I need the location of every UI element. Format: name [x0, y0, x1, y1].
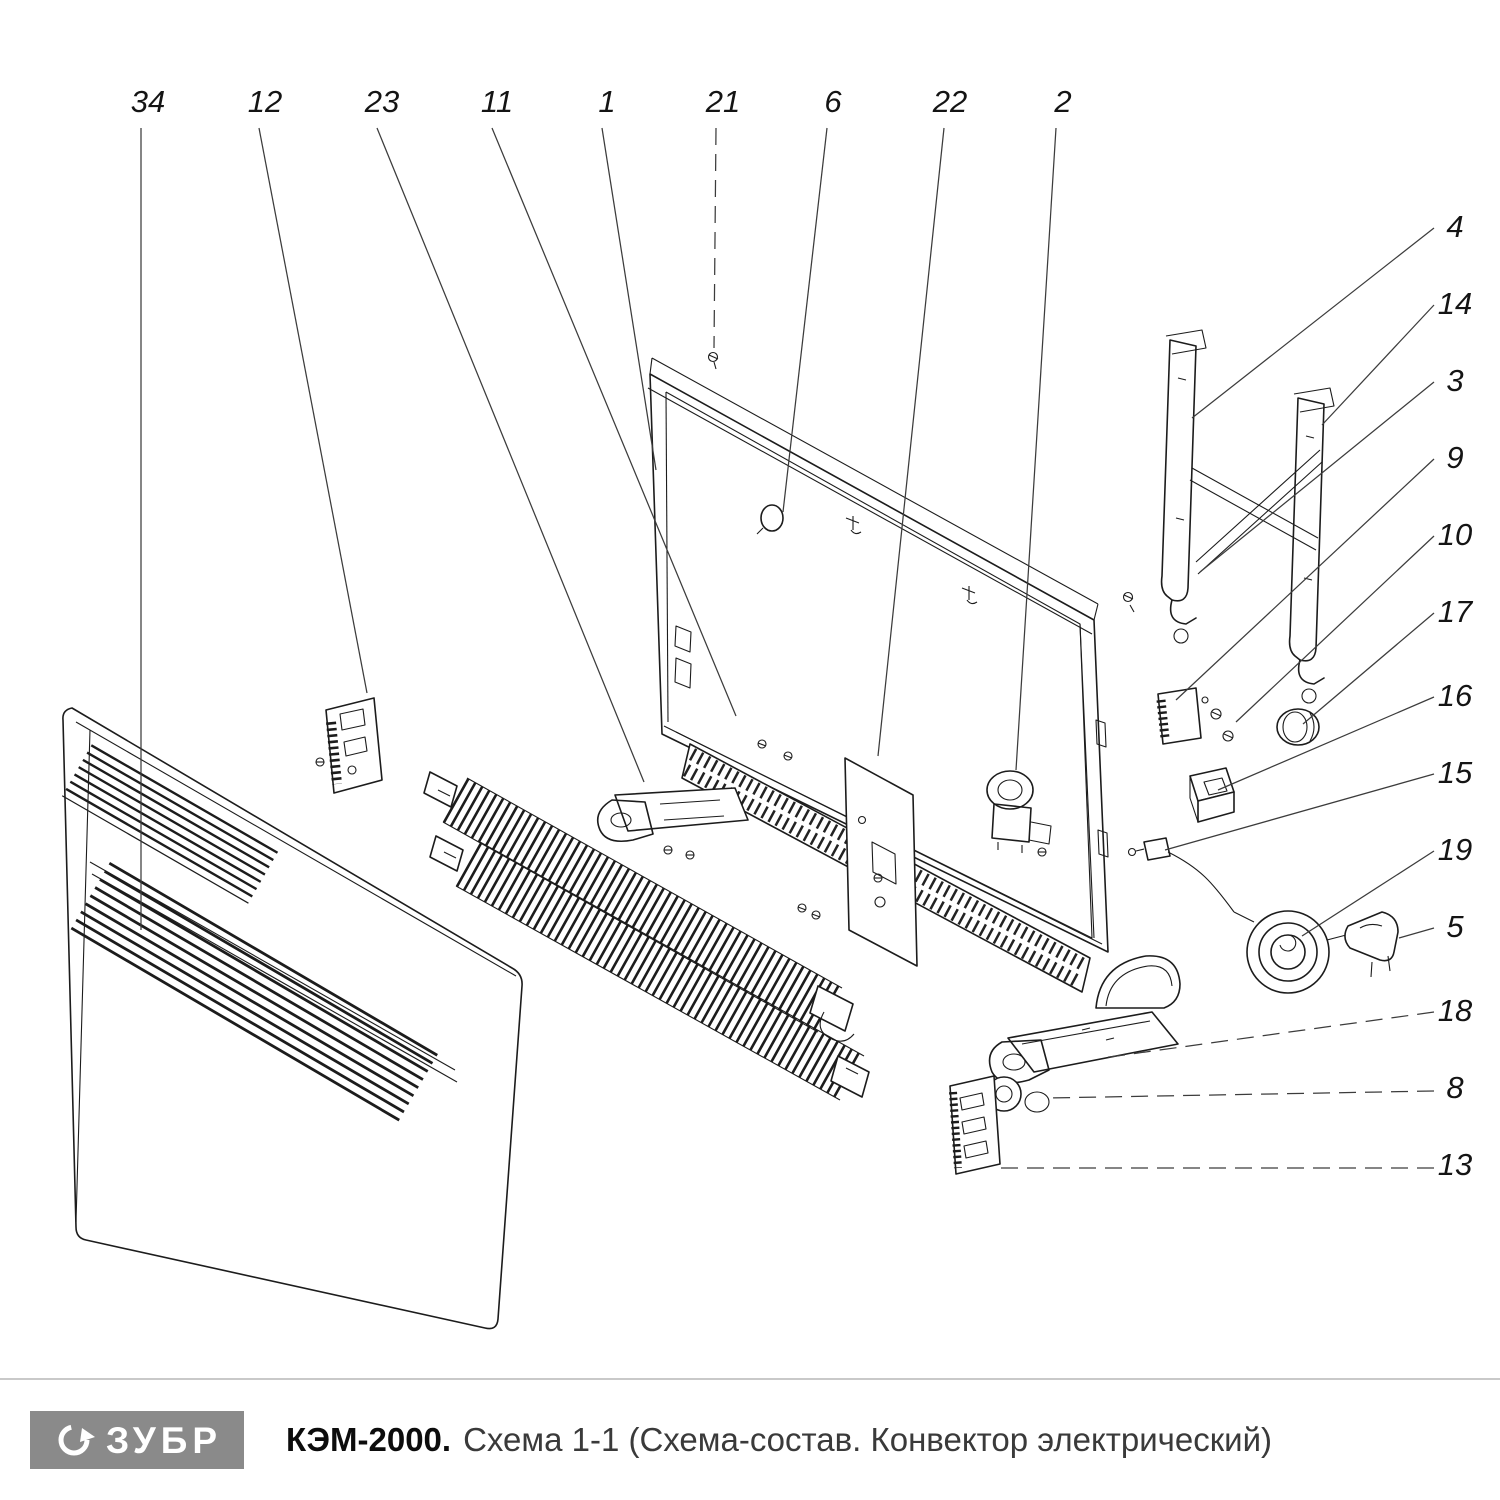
- leader-line-8: [1047, 1090, 1435, 1099]
- callout-label-3: 3: [1446, 363, 1463, 398]
- diagram-subtitle: Схема 1-1 (Схема-состав. Конвектор элект…: [463, 1421, 1273, 1458]
- callout-label-21: 21: [705, 84, 740, 119]
- logo-text: ЗУБР: [105, 1419, 223, 1461]
- front-panel: [61, 707, 523, 1330]
- leader-line-23: [376, 127, 645, 783]
- callout-label-19: 19: [1438, 832, 1472, 867]
- leader-line-1: [601, 127, 657, 471]
- power-plug: [1344, 911, 1399, 978]
- callout-label-15: 15: [1438, 755, 1473, 790]
- zubr-emblem-icon: [58, 1424, 95, 1456]
- callout-label-14: 14: [1438, 286, 1472, 321]
- model-number: КЭМ-2000.: [286, 1421, 452, 1458]
- leader-line-9: [1175, 458, 1435, 701]
- foot-base: [988, 1011, 1179, 1084]
- callout-label-10: 10: [1438, 517, 1472, 552]
- rocker-switch: [1189, 767, 1235, 823]
- callout-label-4: 4: [1446, 209, 1463, 244]
- leader-line-2: [1015, 127, 1057, 771]
- element-support-foot: [596, 787, 749, 860]
- callout-label-2: 2: [1053, 84, 1071, 119]
- callout-label-17: 17: [1438, 594, 1474, 629]
- leader-line-22: [877, 127, 945, 757]
- callout-label-22: 22: [932, 84, 967, 119]
- title-block: ЗУБР КЭМ-2000. Схема 1-1 (Схема-состав. К…: [0, 1378, 1500, 1500]
- screw-top: [707, 351, 719, 370]
- screw-pair-bottom: [797, 903, 821, 920]
- bracket-cross-braces: [1189, 449, 1323, 575]
- control-knob: [1276, 708, 1320, 746]
- callout-label-18: 18: [1438, 993, 1473, 1028]
- thermostat: [986, 770, 1052, 857]
- power-cord: [1233, 910, 1351, 994]
- zubr-logo: ЗУБР: [30, 1411, 244, 1469]
- leader-line-14: [1321, 304, 1435, 426]
- leader-line-11: [491, 127, 737, 717]
- control-module: [315, 697, 383, 794]
- divider-plate: [844, 757, 918, 967]
- callout-label-16: 16: [1438, 678, 1473, 713]
- diagram-caption: КЭМ-2000. Схема 1-1 (Схема-состав. Конвек…: [286, 1421, 1272, 1459]
- leader-line-16: [1217, 696, 1435, 791]
- callout-label-34: 34: [131, 84, 165, 119]
- callout-label-13: 13: [1438, 1147, 1472, 1182]
- leader-line-5: [1398, 927, 1435, 939]
- heating-element: [423, 771, 870, 1101]
- callout-label-5: 5: [1446, 909, 1464, 944]
- leader-line-4: [1191, 227, 1435, 419]
- wall-bracket-left: [1160, 329, 1207, 644]
- leader-line-18: [1101, 1011, 1435, 1059]
- leader-line-3: [1199, 381, 1435, 573]
- leader-line-21: [713, 127, 717, 349]
- callout-label-12: 12: [248, 84, 282, 119]
- callout-label-9: 9: [1446, 440, 1463, 475]
- corner-bracket: [949, 1075, 1001, 1175]
- foot-support-arm: [1095, 955, 1181, 1009]
- bracket-screw: [1122, 591, 1135, 613]
- callout-label-23: 23: [364, 84, 399, 119]
- leader-line-10: [1235, 535, 1435, 723]
- thermal-fuse: [1127, 837, 1235, 913]
- screw-pair-center: [757, 739, 793, 761]
- leader-line-17: [1302, 612, 1435, 725]
- leader-line-12: [258, 127, 368, 694]
- leader-line-19: [1301, 850, 1435, 937]
- leader-line-15: [1164, 773, 1435, 851]
- callout-label-8: 8: [1446, 1070, 1464, 1105]
- limit-switch-bracket: [1156, 687, 1234, 745]
- callout-label-6: 6: [824, 84, 842, 119]
- callout-label-11: 11: [481, 84, 513, 119]
- callout-label-1: 1: [598, 84, 615, 119]
- leader-line-6: [782, 127, 828, 513]
- wall-bracket-right: [1288, 387, 1335, 704]
